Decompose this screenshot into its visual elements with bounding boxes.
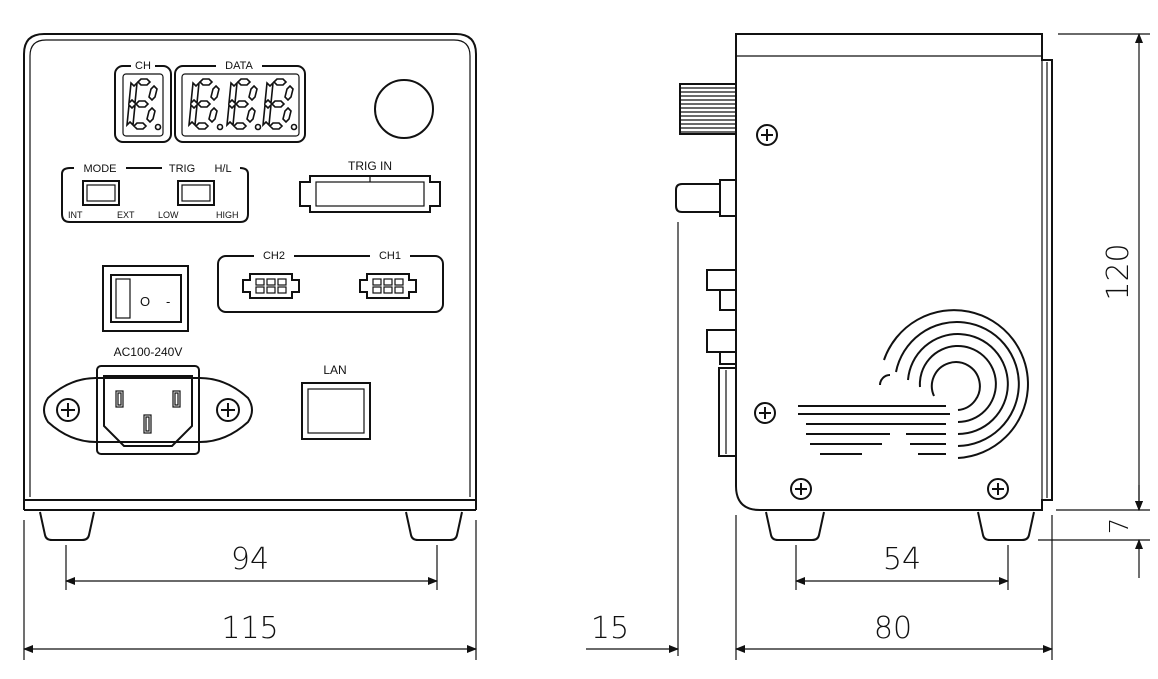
power-switch[interactable] (110, 274, 182, 323)
dim-foot-spacing-front: 94 (231, 542, 269, 577)
dim-height: 120 (1101, 243, 1136, 300)
data-label: DATA (225, 60, 253, 72)
ac-inlet-flange (43, 377, 253, 443)
ch1-connector[interactable] (359, 273, 417, 299)
lan-label: LAN (323, 363, 346, 377)
trig-in-connector[interactable] (299, 175, 441, 213)
trig-in-side (706, 329, 737, 353)
trig-hl-switch[interactable] (177, 180, 215, 206)
screw-icon (56, 398, 80, 422)
low-label: LOW (158, 210, 179, 220)
knob-side (679, 83, 737, 135)
ac-voltage-label: AC100-240V (114, 345, 183, 359)
side-dimensions: 120 7 80 54 15 (586, 33, 1150, 660)
power-switch-bezel (102, 265, 189, 332)
front-panel-inner-edge (29, 39, 471, 497)
mode-switch[interactable] (82, 180, 120, 206)
dim-width-front: 115 (221, 611, 278, 646)
side-view (675, 33, 1053, 656)
adjust-knob[interactable] (374, 79, 434, 139)
seven-segment-digit (187, 78, 224, 131)
side-right-foot (977, 511, 1035, 541)
power-off-symbol: O (140, 294, 150, 309)
data-digit-window (181, 73, 300, 137)
data-display-frame (174, 65, 306, 143)
high-label: HIGH (216, 210, 239, 220)
hl-label: H/L (214, 163, 231, 175)
front-panel-outline (23, 33, 477, 501)
channel-connector-frame (217, 255, 444, 313)
trig-label: TRIG (169, 163, 195, 175)
side-left-foot (765, 511, 825, 541)
front-view: CH DATA MODE TRIG H/L INT EXT LOW HIGH T… (23, 33, 477, 541)
dim-knob-protrusion: 15 (591, 611, 629, 646)
seven-segment-digit (125, 78, 162, 131)
dim-depth: 80 (874, 611, 912, 646)
front-dimensions: 94 115 (23, 520, 477, 660)
vent-grille (798, 309, 1029, 459)
screw-icon (216, 398, 240, 422)
switch-side (675, 183, 721, 213)
ac-inlet-body (96, 365, 200, 455)
dim-foot-spacing-side: 54 (883, 542, 921, 577)
seven-segment-digits (125, 78, 298, 131)
front-left-foot (39, 511, 95, 541)
screw-icon (756, 124, 778, 146)
lan-port[interactable] (301, 382, 371, 440)
seven-segment-digit (225, 78, 262, 131)
ch2-connector[interactable] (242, 273, 300, 299)
side-panel-outline (735, 33, 1053, 511)
ch1-label: CH1 (379, 250, 401, 262)
power-on-symbol: - (166, 294, 170, 309)
screw-icon (790, 478, 812, 500)
screw-icon (754, 402, 776, 424)
trig-in-label: TRIG IN (348, 159, 392, 173)
front-right-foot (405, 511, 463, 541)
ac-inlet-socket[interactable] (103, 375, 193, 447)
channel-connector-side (706, 269, 737, 291)
dim-foot-height: 7 (1105, 518, 1135, 535)
mode-label: MODE (84, 163, 117, 175)
seven-segment-digit (261, 78, 298, 131)
ch-label: CH (135, 60, 151, 72)
int-label: INT (68, 210, 83, 220)
ch2-label: CH2 (263, 250, 285, 262)
ac-inlet-side (718, 367, 737, 457)
screw-icon (987, 478, 1009, 500)
ext-label: EXT (117, 210, 135, 220)
ch-digit-window (122, 73, 164, 137)
mode-trig-group-frame (61, 167, 249, 223)
